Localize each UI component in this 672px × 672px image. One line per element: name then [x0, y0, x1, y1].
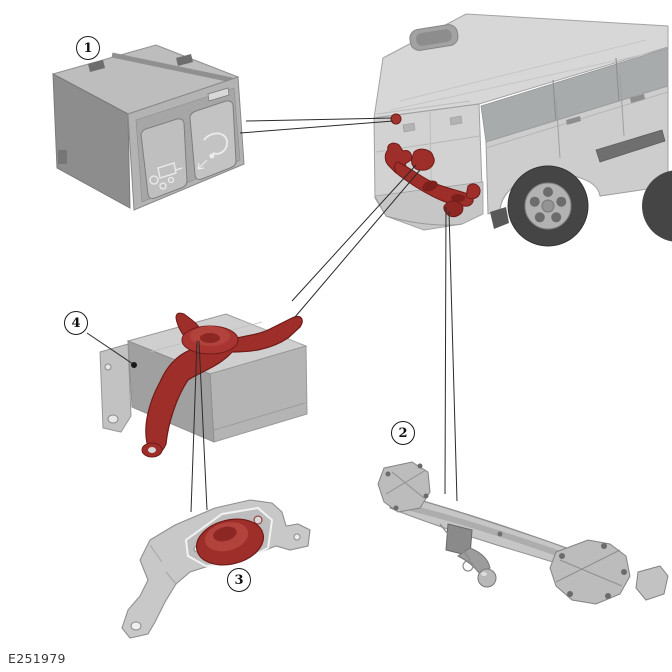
callout-4-label: 4	[71, 315, 81, 331]
callout-4: 4	[64, 311, 88, 335]
highlighted-installed-parts	[384, 113, 481, 218]
leader-dot	[131, 362, 137, 368]
vehicle-rear-view	[373, 13, 672, 247]
callout-3-label: 3	[234, 572, 244, 588]
tow-bar-assembly	[377, 461, 669, 605]
switch-right-rocker[interactable]	[189, 100, 237, 180]
trailer-icon	[149, 162, 183, 190]
switch-indicator-window	[207, 87, 230, 102]
roof-hatch	[409, 24, 459, 51]
callout-2: 2	[391, 421, 415, 445]
callout-2-label: 2	[398, 425, 408, 441]
switch-location-marker	[390, 113, 402, 125]
callout-1-label: 1	[83, 40, 93, 56]
front-wheel	[642, 170, 672, 242]
tow-ball	[439, 523, 497, 588]
rear-wheel	[507, 165, 589, 247]
figure-id-label: E251979	[8, 651, 66, 666]
tow-hitch-icon	[197, 132, 228, 170]
callout-1: 1	[76, 36, 100, 60]
tow-bar-switch	[51, 44, 245, 211]
towbar-left-mount-plate	[377, 461, 431, 513]
tow-bar-module-assembly	[99, 312, 308, 458]
trailer-socket-bracket	[121, 499, 311, 639]
module-bracket-highlight	[141, 312, 303, 458]
callout-3: 3	[227, 568, 251, 592]
side-step	[595, 129, 666, 163]
leader-lines	[86, 117, 458, 513]
switch-left-rocker[interactable]	[140, 118, 188, 199]
trailer-socket-highlight	[195, 518, 265, 566]
door-handle	[566, 116, 581, 125]
towbar-right-mount-plate	[549, 539, 669, 605]
door-handle	[630, 94, 645, 103]
